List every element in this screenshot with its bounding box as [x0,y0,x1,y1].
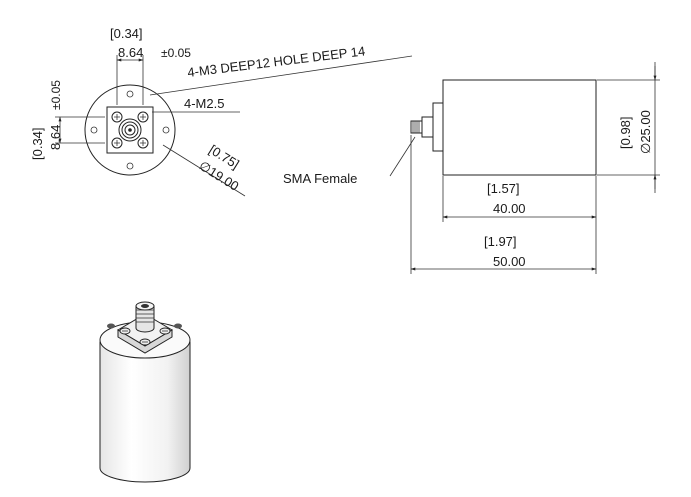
front-height-tol: ±0.05 [49,80,63,110]
side-view: SMA Female [0.98] ∅25.00 [1.57] 40.00 [1… [283,62,660,274]
screw-bottom-right [137,137,149,149]
iso-screw-right [159,327,171,335]
iso-flange-side [117,329,173,354]
hole-note: 4-M3 DEEP12 HOLE DEEP 14 [187,43,366,80]
side-body-inch: [1.57] [487,181,520,196]
front-width-inch: [0.34] [110,26,143,41]
iso-cylinder-body [99,341,191,483]
front-width-tol: ±0.05 [161,46,191,60]
side-body-mm: 40.00 [493,201,526,216]
front-height-mm: 8.64 [48,125,63,150]
isometric-view [99,301,191,483]
screw-bottom-left [111,137,123,149]
side-total-mm: 50.00 [493,254,526,269]
side-flange [432,102,444,152]
iso-sma-connector [135,301,155,333]
screw-top-right [137,111,149,123]
front-square-flange [106,106,154,154]
iso-screw-left [119,327,131,335]
side-diameter-mm: ∅25.00 [638,110,653,154]
side-total-inch: [1.97] [484,234,517,249]
mount-hole-bottom [126,162,134,170]
iso-screw-front [139,338,151,346]
front-width-mm: 8.64 [118,45,143,60]
screw-note: 4-M2.5 [184,96,224,111]
front-outer-circle [84,84,176,176]
mount-hole-left [90,126,98,134]
mount-hole-top [126,90,134,98]
screw-top-left [111,111,123,123]
sma-connector-side [410,116,434,138]
side-body [442,79,597,176]
sma-label: SMA Female [283,171,357,186]
iso-ring-hole-left [107,323,115,329]
sma-connector-front [118,118,142,142]
front-height-inch: [0.34] [30,127,45,160]
side-diameter-inch: [0.98] [618,116,633,149]
iso-ring-hole-right [174,323,182,329]
mount-hole-right [162,126,170,134]
